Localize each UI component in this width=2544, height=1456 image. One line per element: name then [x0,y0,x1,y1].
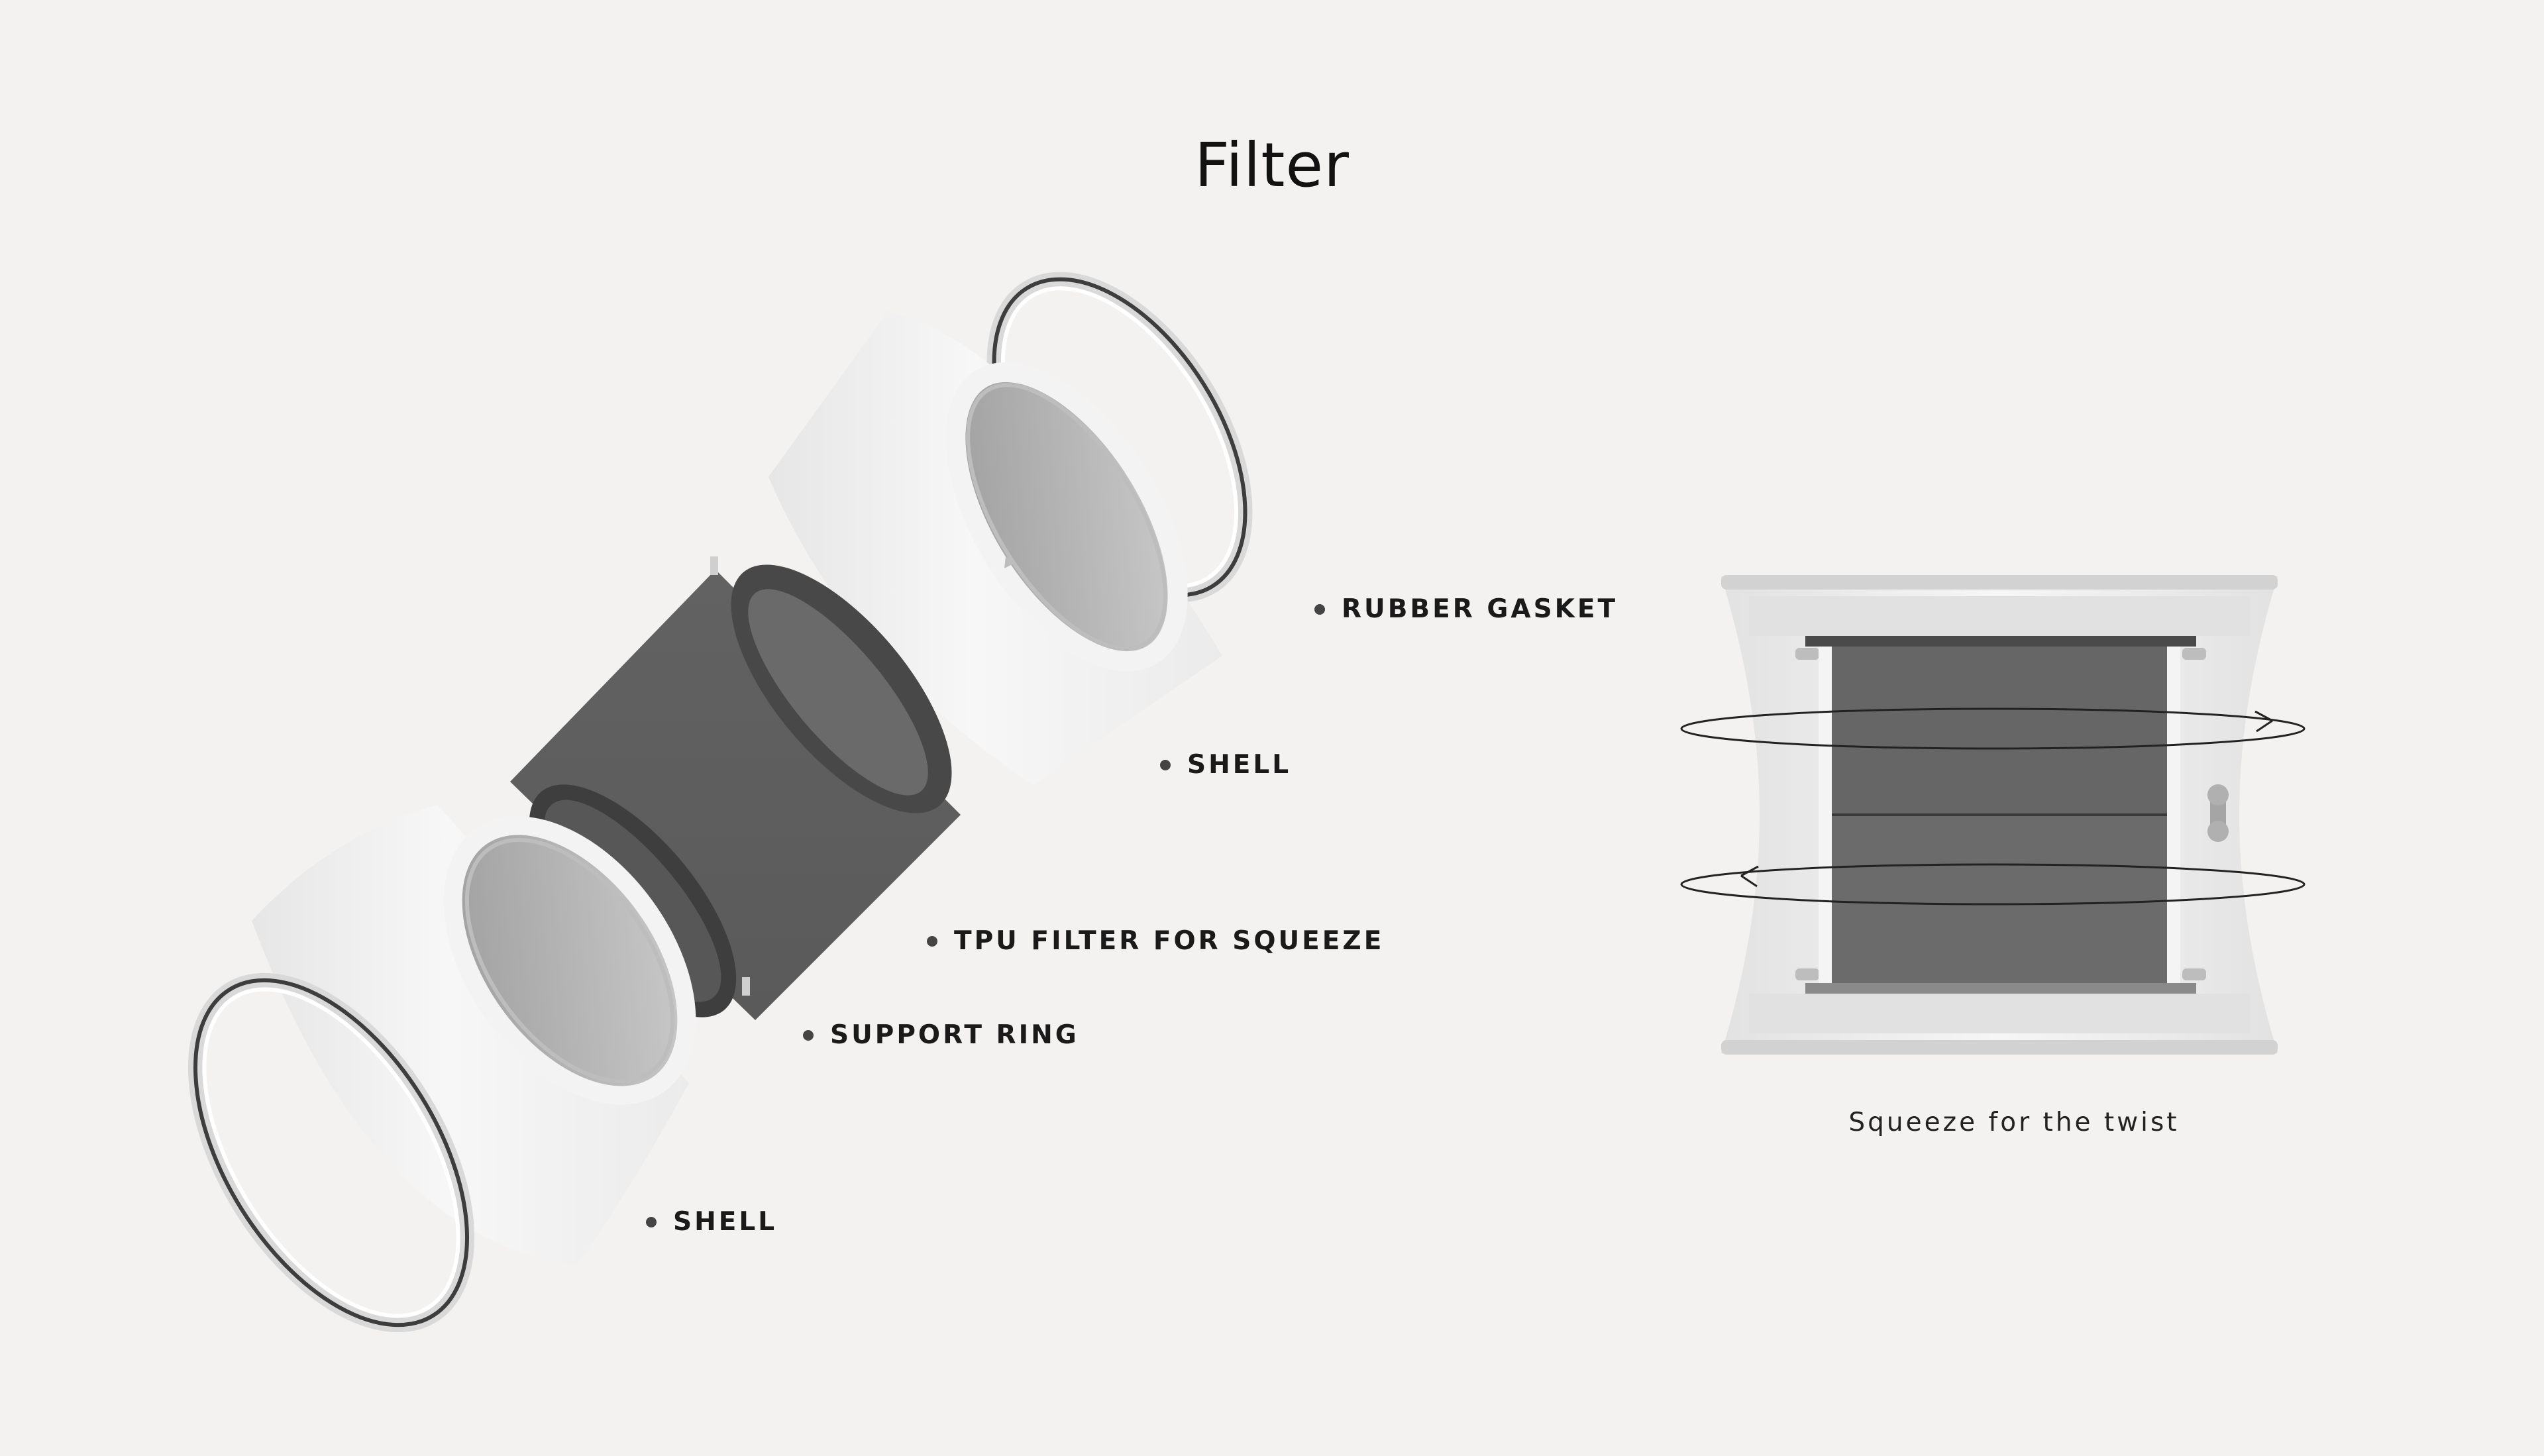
callout-support-ring: SUPPORT RING [803,1020,1079,1050]
callout-rubber-gasket: RUBBER GASKET [1314,594,1618,624]
twist-arrow-top [1680,707,2306,750]
callout-label: SHELL [1187,750,1292,780]
callout-shell-top: SHELL [1160,750,1291,780]
section-caption: Squeeze for the twist [1848,1108,2180,1137]
bullet-dot [927,935,937,947]
bullet-dot [803,1029,814,1041]
section-view-diagram [1680,575,2306,1055]
callout-label: RUBBER GASKET [1342,594,1618,624]
shell-bottom-part [252,805,696,1265]
bullet-dot [1314,603,1325,615]
page-title: Filter [1194,130,1350,201]
bullet-dot [1160,759,1171,770]
callout-label: TPU FILTER FOR SQUEEZE [954,926,1385,956]
callout-tpu-filter: TPU FILTER FOR SQUEEZE [927,926,1384,956]
arrowhead-icon [2254,710,2273,733]
shell-top-part [768,311,1222,785]
arrowhead-icon [1740,865,1759,888]
callout-shell-bottom: SHELL [646,1207,777,1237]
callout-label: SUPPORT RING [830,1020,1079,1050]
bullet-dot [646,1216,657,1227]
callout-label: SHELL [673,1207,778,1237]
rubber-gasket-bottom [187,972,475,1333]
twist-arrow-bottom [1680,863,2306,906]
